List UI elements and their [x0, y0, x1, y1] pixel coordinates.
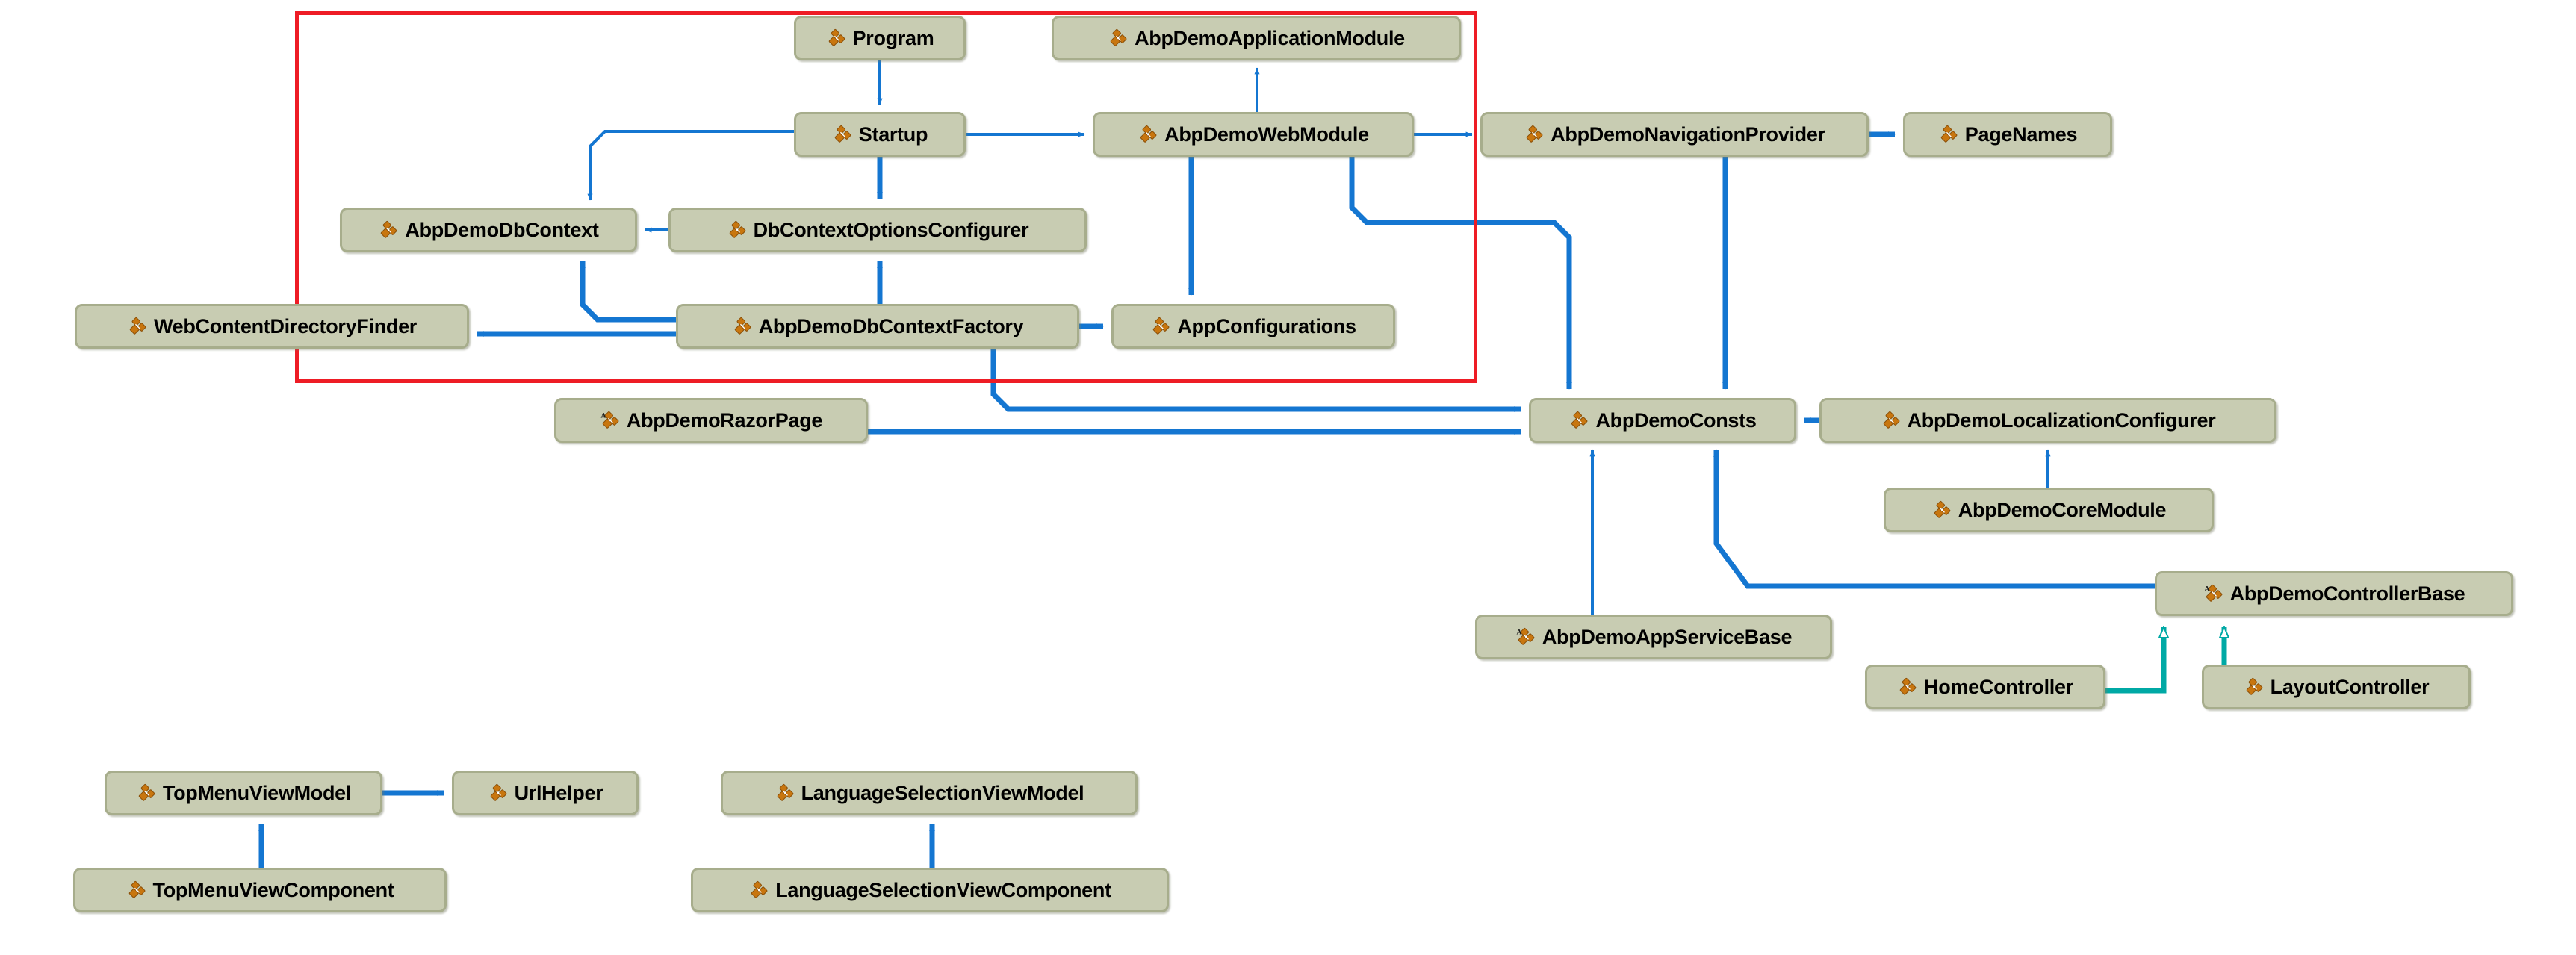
class-node-abpDemoAppServiceBase[interactable]: A AbpDemoAppServiceBase — [1475, 615, 1832, 659]
class-icon — [488, 783, 507, 803]
class-node-label: UrlHelper — [514, 781, 603, 804]
class-icon — [1931, 500, 1951, 520]
class-node-label: LanguageSelectionViewModel — [801, 781, 1084, 804]
class-node-abpDemoRazorPage[interactable]: A AbpDemoRazorPage — [554, 398, 868, 443]
class-icon — [136, 783, 155, 803]
class-icon — [1881, 411, 1900, 430]
class-node-label: Startup — [858, 122, 928, 146]
class-node-webContentDirectoryFinder[interactable]: WebContentDirectoryFinder — [75, 304, 469, 349]
class-node-abpDemoCoreModule[interactable]: AbpDemoCoreModule — [1884, 488, 2214, 532]
class-icon — [2244, 677, 2263, 697]
class-node-abpDemoNavigationProvider[interactable]: AbpDemoNavigationProvider — [1480, 112, 1869, 157]
class-icon — [775, 783, 794, 803]
class-node-program[interactable]: Program — [794, 16, 966, 60]
svg-text:A: A — [2204, 586, 2209, 594]
class-icon — [732, 317, 751, 336]
svg-text:A: A — [600, 413, 606, 420]
class-node-label: AppConfigurations — [1177, 314, 1356, 337]
class-node-abpDemoControllerBase[interactable]: A AbpDemoControllerBase — [2155, 571, 2513, 616]
class-node-abpDemoDbContextFactory[interactable]: AbpDemoDbContextFactory — [676, 304, 1079, 349]
class-node-abpDemoApplicationModule[interactable]: AbpDemoApplicationModule — [1052, 16, 1461, 60]
edge-homecontroller-to-abpdemocontrollerbase — [2105, 627, 2164, 694]
class-node-label: AbpDemoLocalizationConfigurer — [1907, 408, 2216, 432]
class-icon — [1108, 28, 1127, 48]
class-node-label: AbpDemoAppServiceBase — [1542, 625, 1793, 648]
abstract-class-icon: A — [2203, 584, 2223, 603]
class-node-layoutController[interactable]: LayoutController — [2202, 665, 2471, 709]
class-node-dbContextOptionsConfigurer[interactable]: DbContextOptionsConfigurer — [668, 208, 1087, 252]
class-icon — [748, 880, 768, 900]
class-node-abpDemoDbContext[interactable]: AbpDemoDbContext — [340, 208, 637, 252]
class-node-languageSelectionViewModel[interactable]: LanguageSelectionViewModel — [721, 771, 1138, 815]
class-icon — [1938, 125, 1958, 144]
class-icon — [126, 880, 146, 900]
class-node-label: AbpDemoDbContextFactory — [758, 314, 1024, 337]
class-icon — [378, 220, 397, 240]
class-node-label: WebContentDirectoryFinder — [153, 314, 418, 337]
class-node-label: Program — [852, 26, 934, 49]
class-icon — [826, 28, 845, 48]
class-node-label: AbpDemoControllerBase — [2229, 582, 2465, 605]
class-icon — [1897, 677, 1917, 697]
class-node-label: AbpDemoRazorPage — [626, 408, 823, 432]
class-node-urlHelper[interactable]: UrlHelper — [452, 771, 639, 815]
class-node-pageNames[interactable]: PageNames — [1903, 112, 2112, 157]
class-icon — [1138, 125, 1157, 144]
class-icon — [1150, 317, 1170, 336]
class-node-startup[interactable]: Startup — [794, 112, 966, 157]
class-node-label: AbpDemoConsts — [1595, 408, 1757, 432]
class-node-label: AbpDemoApplicationModule — [1135, 26, 1405, 49]
class-icon — [1568, 411, 1588, 430]
class-node-label: PageNames — [1964, 122, 2078, 146]
class-node-topMenuViewComponent[interactable]: TopMenuViewComponent — [73, 868, 447, 912]
class-node-label: AbpDemoWebModule — [1164, 122, 1369, 146]
class-node-appConfigurations[interactable]: AppConfigurations — [1111, 304, 1395, 349]
class-icon — [1524, 125, 1543, 144]
class-node-label: HomeController — [1924, 675, 2073, 698]
class-node-label: LanguageSelectionViewComponent — [775, 878, 1111, 901]
class-node-topMenuViewModel[interactable]: TopMenuViewModel — [105, 771, 382, 815]
class-node-languageSelectionViewComponent[interactable]: LanguageSelectionViewComponent — [691, 868, 1169, 912]
class-node-label: TopMenuViewComponent — [152, 878, 394, 901]
class-node-abpDemoLocalizationConfigurer[interactable]: AbpDemoLocalizationConfigurer — [1819, 398, 2276, 443]
class-node-label: DbContextOptionsConfigurer — [753, 218, 1029, 241]
class-node-abpDemoConsts[interactable]: AbpDemoConsts — [1529, 398, 1796, 443]
class-icon — [727, 220, 746, 240]
class-node-label: AbpDemoDbContext — [405, 218, 599, 241]
class-node-label: LayoutController — [2270, 675, 2430, 698]
class-node-homeController[interactable]: HomeController — [1865, 665, 2105, 709]
class-node-label: AbpDemoCoreModule — [1958, 498, 2167, 521]
abstract-class-icon: A — [1515, 627, 1535, 647]
svg-text:A: A — [1516, 629, 1521, 637]
class-node-abpDemoWebModule[interactable]: AbpDemoWebModule — [1093, 112, 1414, 157]
class-node-label: AbpDemoNavigationProvider — [1551, 122, 1825, 146]
abstract-class-icon: A — [600, 411, 619, 430]
class-node-label: TopMenuViewModel — [162, 781, 352, 804]
class-icon — [127, 317, 146, 336]
class-icon — [832, 125, 851, 144]
